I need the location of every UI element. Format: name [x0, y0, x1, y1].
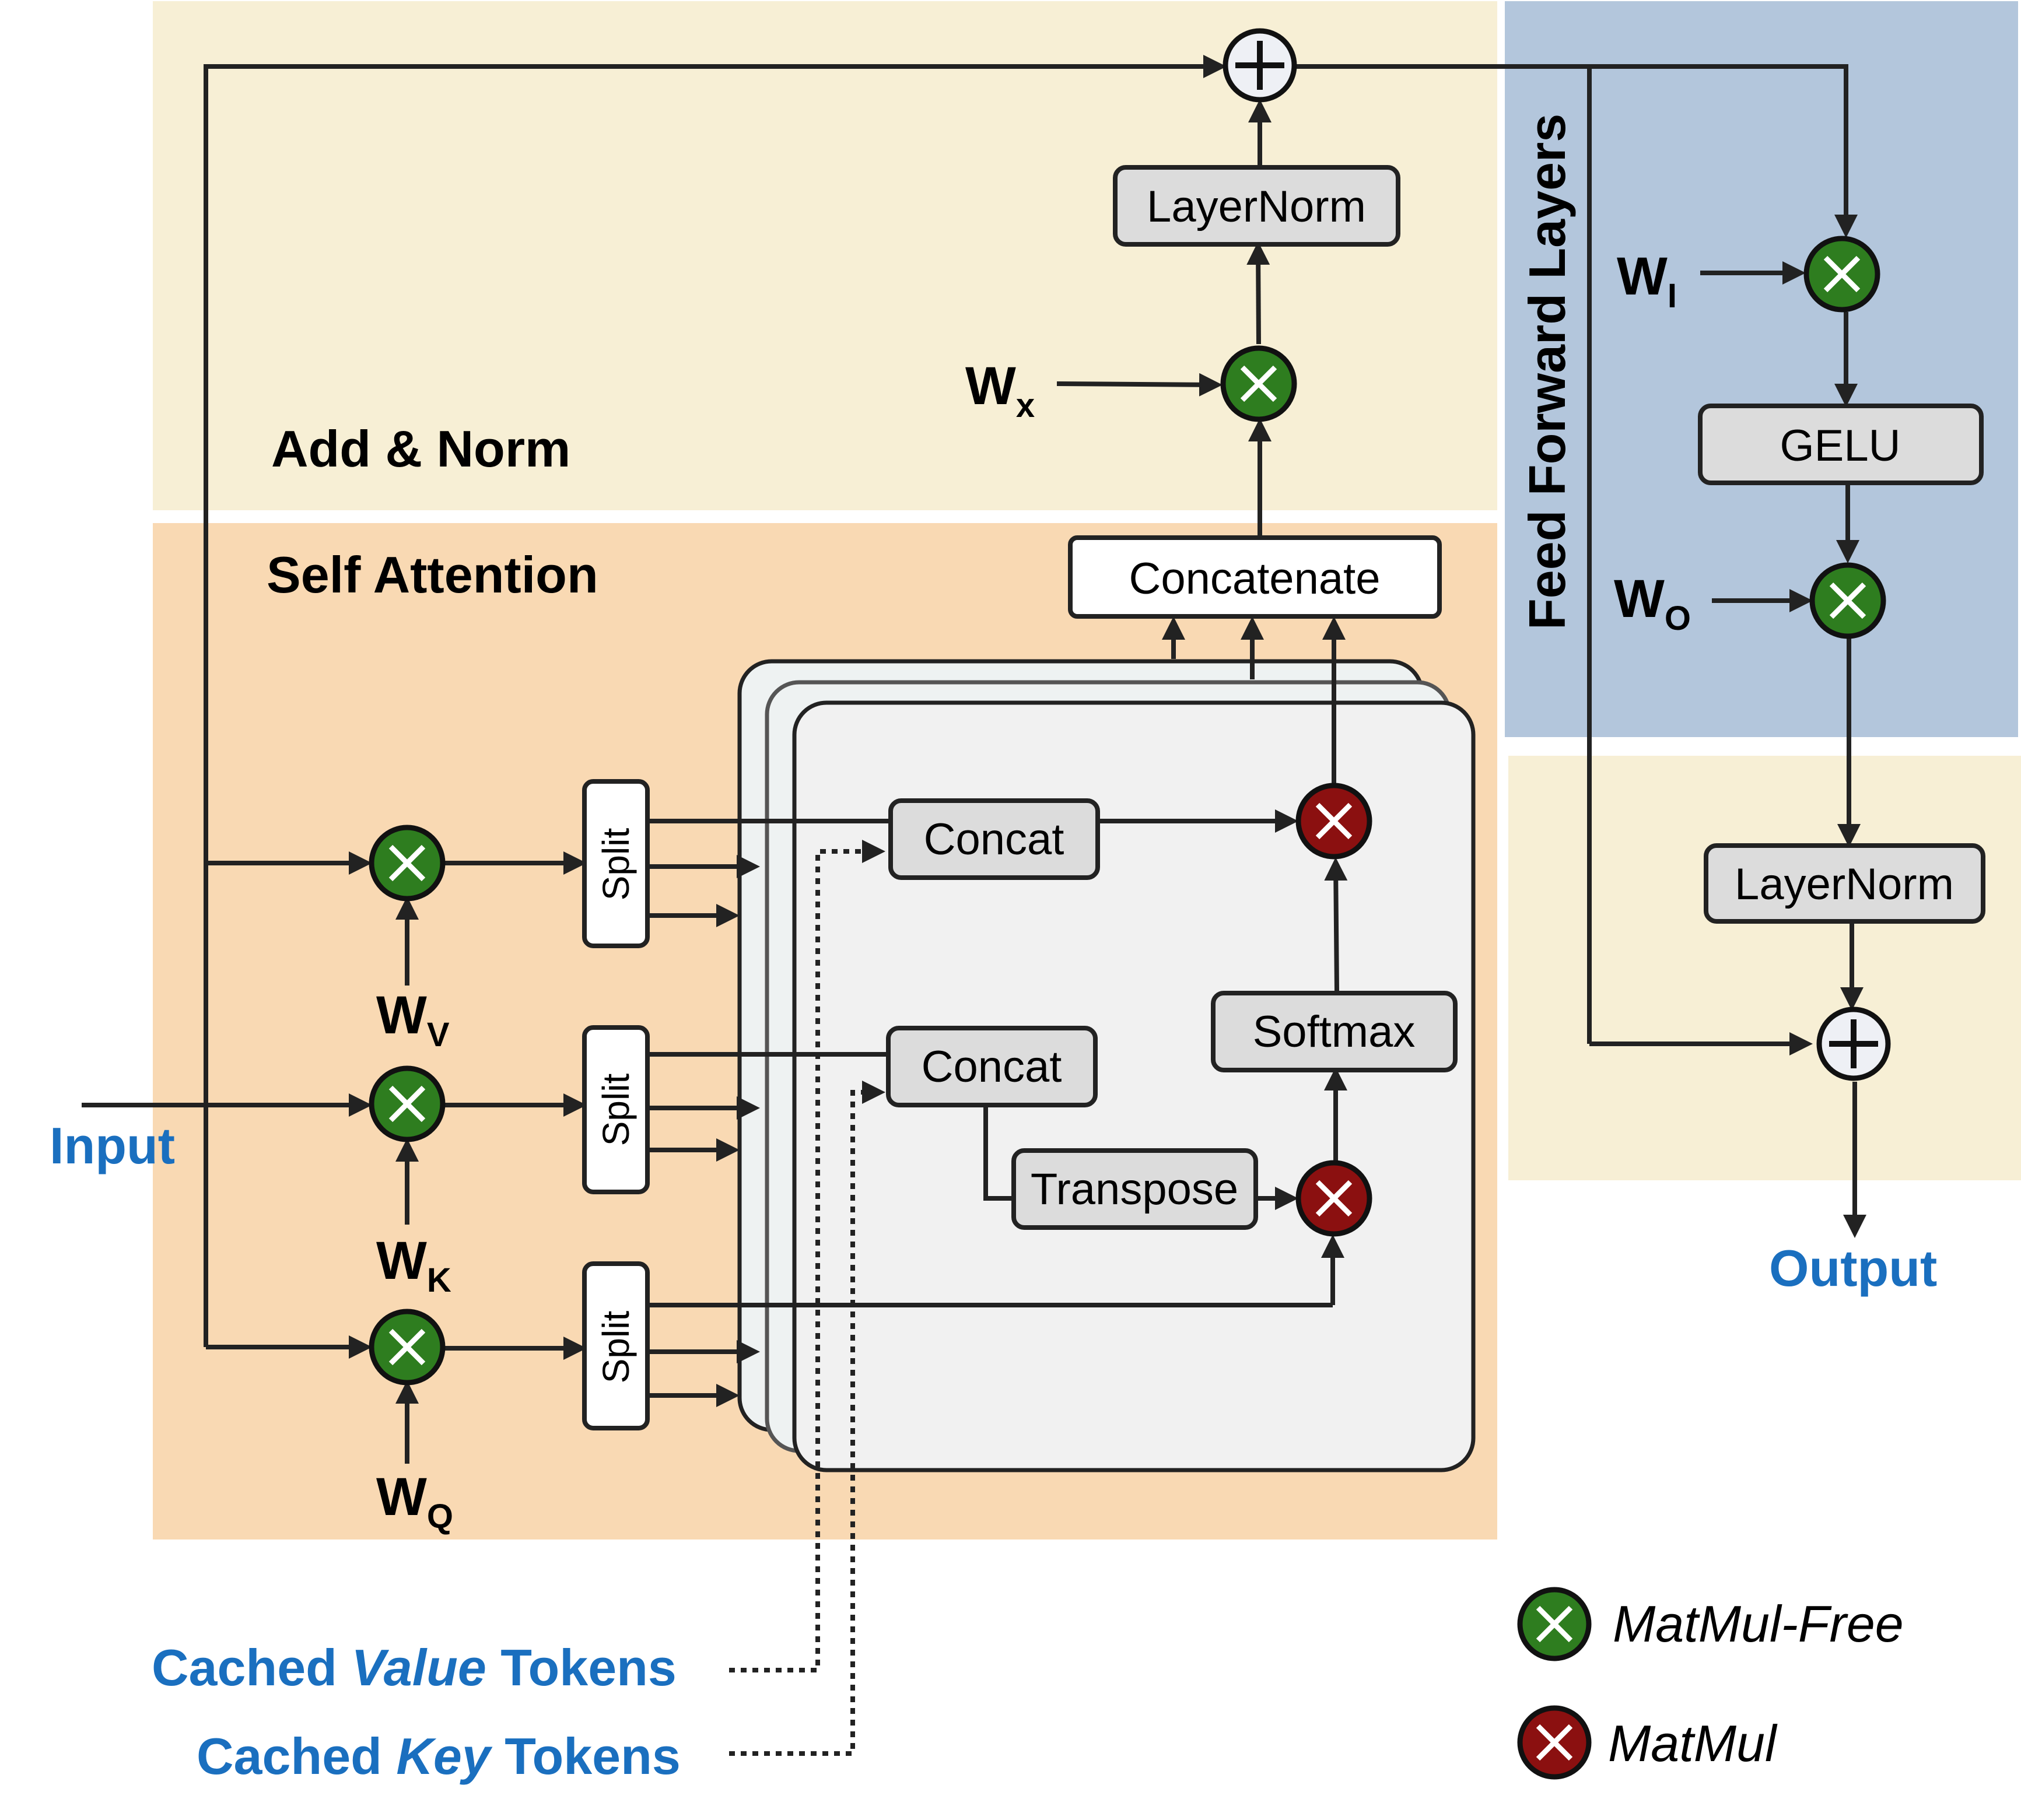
- matmul-free-icon: [369, 825, 446, 902]
- attention-head-panel-1: [792, 700, 1476, 1472]
- cached-key-label: Cached Key Tokens: [197, 1727, 681, 1785]
- matmul-icon: [1295, 1160, 1372, 1237]
- legend-matmul-free-label: MatMul-Free: [1613, 1595, 1904, 1653]
- layernorm-top-block: LayerNorm: [1113, 165, 1400, 247]
- feed-forward-title: Feed Forward Layers: [1518, 114, 1576, 630]
- output-label: Output: [1769, 1239, 1937, 1297]
- gelu-label: GELU: [1780, 421, 1901, 471]
- concat-key-label: Concat: [922, 1042, 1062, 1092]
- plus-circle-icon: [1223, 28, 1297, 103]
- layernorm-ffn-label: LayerNorm: [1735, 860, 1954, 909]
- weight-wi-label: WI: [1617, 247, 1677, 315]
- weight-wk-label: WK: [376, 1231, 451, 1299]
- split-v-block: Split: [582, 779, 650, 948]
- concat-value-block: Concat: [888, 798, 1100, 880]
- split-k-label: Split: [595, 1074, 637, 1146]
- matmul-free-icon: [1220, 345, 1297, 422]
- weight-wq-label: WQ: [376, 1467, 453, 1535]
- matmul-free-icon: [369, 1309, 446, 1386]
- layernorm-ffn-block: LayerNorm: [1704, 843, 1985, 924]
- concatenate-block: Concatenate: [1068, 535, 1442, 619]
- matmul-free-icon: [1803, 236, 1880, 313]
- split-q-label: Split: [595, 1311, 637, 1384]
- legend-matmul-label: MatMul: [1608, 1714, 1778, 1772]
- softmax-label: Softmax: [1253, 1007, 1416, 1057]
- plus-circle-icon: [1816, 1007, 1891, 1081]
- ffn-norm-region: [1508, 756, 2021, 1180]
- split-q-block: Split: [582, 1261, 650, 1430]
- transpose-label: Transpose: [1031, 1165, 1238, 1214]
- concatenate-label: Concatenate: [1129, 554, 1381, 604]
- transpose-block: Transpose: [1011, 1148, 1258, 1230]
- legend-matmul-icon: [1517, 1705, 1592, 1780]
- concat-value-label: Concat: [924, 815, 1064, 864]
- weight-wo-label: WO: [1614, 569, 1691, 637]
- split-v-label: Split: [595, 828, 637, 901]
- input-label: Input: [50, 1117, 175, 1174]
- feed-forward-region: [1505, 1, 2018, 737]
- softmax-block: Softmax: [1211, 991, 1458, 1072]
- split-k-block: Split: [582, 1025, 650, 1194]
- weight-wv-label: WV: [376, 986, 450, 1054]
- matmul-free-icon: [369, 1065, 446, 1142]
- layernorm-top-label: LayerNorm: [1147, 182, 1366, 232]
- weight-wx-label: Wx: [965, 356, 1035, 425]
- self-attention-title: Self Attention: [267, 546, 598, 604]
- matmul-free-icon: [1809, 562, 1886, 639]
- cached-value-label: Cached Value Tokens: [152, 1639, 677, 1696]
- matmul-icon: [1295, 783, 1372, 860]
- gelu-block: GELU: [1698, 404, 1984, 485]
- legend-matmul-free-icon: [1517, 1587, 1592, 1661]
- concat-key-block: Concat: [886, 1026, 1098, 1107]
- add-norm-title: Add & Norm: [271, 420, 570, 478]
